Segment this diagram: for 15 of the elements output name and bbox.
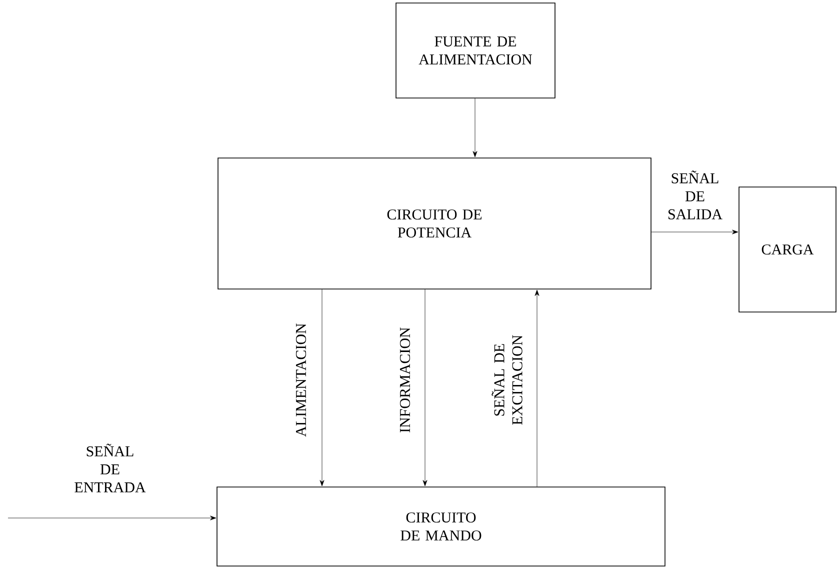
arrow xyxy=(651,230,738,234)
edge-label: SEÑAL DE ENTRADA xyxy=(73,442,147,494)
block-box: CIRCUITO DE POTENCIA xyxy=(218,158,652,290)
arrow xyxy=(320,289,324,486)
arrow xyxy=(472,98,478,158)
arrow xyxy=(8,516,216,520)
edge-label: ALIMENTACION xyxy=(294,322,308,438)
edge-label: SEÑAL DE SALIDA xyxy=(662,170,728,220)
block-box: FUENTE DE ALIMENTACION xyxy=(396,2,556,98)
edge-label: INFORMACION xyxy=(398,326,412,434)
arrow xyxy=(422,289,428,486)
edge-label: SEÑAL DE EXCITACION xyxy=(490,332,524,428)
arrow xyxy=(534,290,540,487)
block-box: CIRCUITO DE MANDO xyxy=(216,486,666,566)
block-box: CARGA xyxy=(738,186,836,312)
